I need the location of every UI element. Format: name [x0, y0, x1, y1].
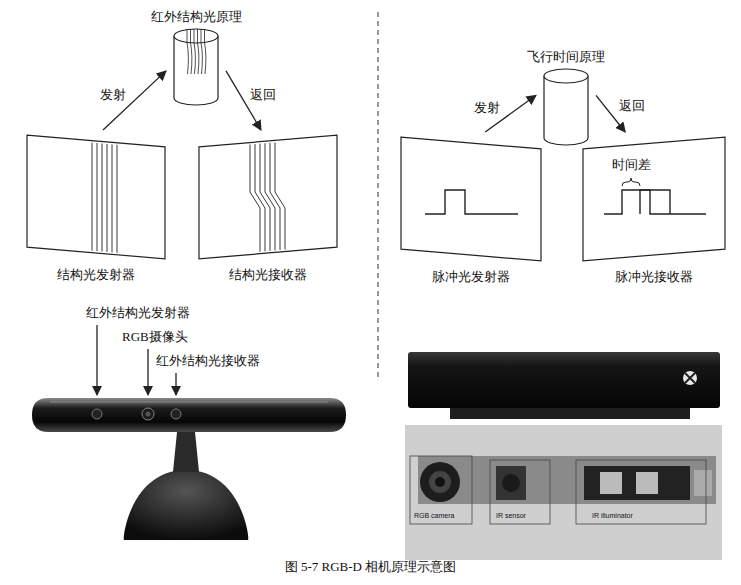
projector-cylinder: 红外结构光原理 [147, 8, 246, 106]
cylinder-drawing [187, 30, 188, 74]
screen-panel [582, 136, 726, 262]
screen-panel [26, 134, 166, 260]
divider-line [378, 12, 379, 378]
kinect-v2-sensor [683, 371, 697, 385]
panel-drawing [97, 143, 98, 251]
cylinder-drawing [194, 29, 195, 74]
panel-drawing [92, 143, 93, 251]
circuit-board-photo [496, 466, 526, 500]
kinect-v1-sensor [32, 398, 346, 432]
cylinder-object [172, 28, 220, 106]
node-title: 红外结构光原理 [147, 8, 246, 26]
kinect-v2-sensor [408, 352, 720, 408]
target-cylinder: 飞行时间原理 [520, 48, 612, 146]
circuit-board-photo [502, 474, 520, 492]
kinect-v2-sensor [450, 408, 690, 419]
annotation-text: 时间差 [612, 156, 651, 174]
cylinder-drawing [174, 36, 218, 105]
part-label: 红外结构光发射器 [86, 304, 190, 321]
panel-drawing [401, 137, 541, 261]
circuit-board-photo [435, 477, 445, 487]
circuit-board-photo [405, 425, 722, 560]
part-label: 红外结构光接收器 [156, 352, 260, 369]
cylinder-drawing [201, 29, 202, 74]
circuit-board-photo [418, 456, 716, 504]
screen-panel [198, 134, 338, 260]
edge-label: 发射 [474, 99, 500, 116]
panel-drawing [640, 190, 670, 214]
edge-label: 发射 [100, 86, 126, 103]
circuit-board-photo [584, 466, 690, 500]
leader-arrow [175, 373, 176, 395]
edge-label: 返回 [250, 86, 276, 103]
panel-drawing [622, 178, 640, 186]
circuit-board-photo [490, 460, 550, 524]
emitter-panel: 结构光发射器 [26, 134, 166, 284]
pulse-emitter-panel: 脉冲光发射器 [400, 136, 542, 286]
circuit-board-photo [405, 425, 722, 560]
leader-arrow [96, 325, 97, 395]
panel-drawing [604, 190, 706, 214]
kinect-v1-sensor [146, 412, 151, 417]
panel-drawing [27, 135, 165, 259]
panel-drawing [117, 145, 118, 253]
kinect-v1-sensor [32, 398, 346, 540]
cylinder-object [542, 68, 590, 146]
kinect-v1-sensor [171, 409, 181, 419]
circuit-board-photo [429, 471, 451, 493]
pulse-receiver-panel: 脉冲光接收器 时间差 [582, 136, 726, 286]
circuit-board-photo [410, 456, 472, 524]
kinect-v1-sensor [92, 409, 102, 419]
kinect-v1-sensor [50, 402, 328, 403]
node-title: 结构光接收器 [198, 266, 338, 284]
circuit-board-photo [576, 460, 706, 524]
circuit-board-photo [420, 462, 460, 502]
kinect-v2-sensor [408, 352, 720, 419]
circuit-board-photo [636, 472, 658, 494]
panel-drawing [199, 135, 337, 259]
panel-drawing [425, 190, 518, 214]
panel-drawing [275, 142, 285, 249]
kinect-v1-sensor [124, 470, 249, 540]
cylinder-drawing [198, 29, 199, 74]
cylinder-drawing [544, 69, 588, 83]
panel-drawing [102, 144, 103, 252]
divider-line [378, 12, 379, 378]
circuit-board-photo [600, 472, 622, 494]
node-title: 脉冲光接收器 [582, 268, 726, 286]
kinect-v2-sensor [685, 373, 695, 383]
component-label: RGB camera [414, 511, 454, 520]
panel-drawing [112, 144, 113, 252]
cylinder-drawing [174, 29, 218, 43]
screen-panel [400, 136, 542, 262]
receiver-panel: 结构光接收器 [198, 134, 338, 284]
component-label: IR sensor [496, 511, 526, 520]
node-title: 结构光发射器 [26, 266, 166, 284]
node-title: 脉冲光发射器 [400, 268, 542, 286]
node-title: 飞行时间原理 [520, 48, 612, 66]
panel-drawing [107, 144, 108, 252]
part-label: RGB摄像头 [122, 328, 188, 345]
figure-caption: 图 5-7 RGB-D 相机原理示意图 [0, 558, 741, 575]
cylinder-drawing [191, 29, 192, 74]
panel-drawing [583, 137, 725, 261]
cylinder-drawing [205, 30, 206, 74]
component-label: IR illuminator [592, 511, 633, 520]
cylinder-drawing [544, 76, 588, 145]
kinect-v1-sensor [142, 408, 154, 420]
circuit-board-photo [694, 470, 712, 496]
kinect-v1-sensor [173, 432, 199, 472]
edge-label: 返回 [619, 97, 645, 114]
leader-arrow [147, 349, 148, 395]
